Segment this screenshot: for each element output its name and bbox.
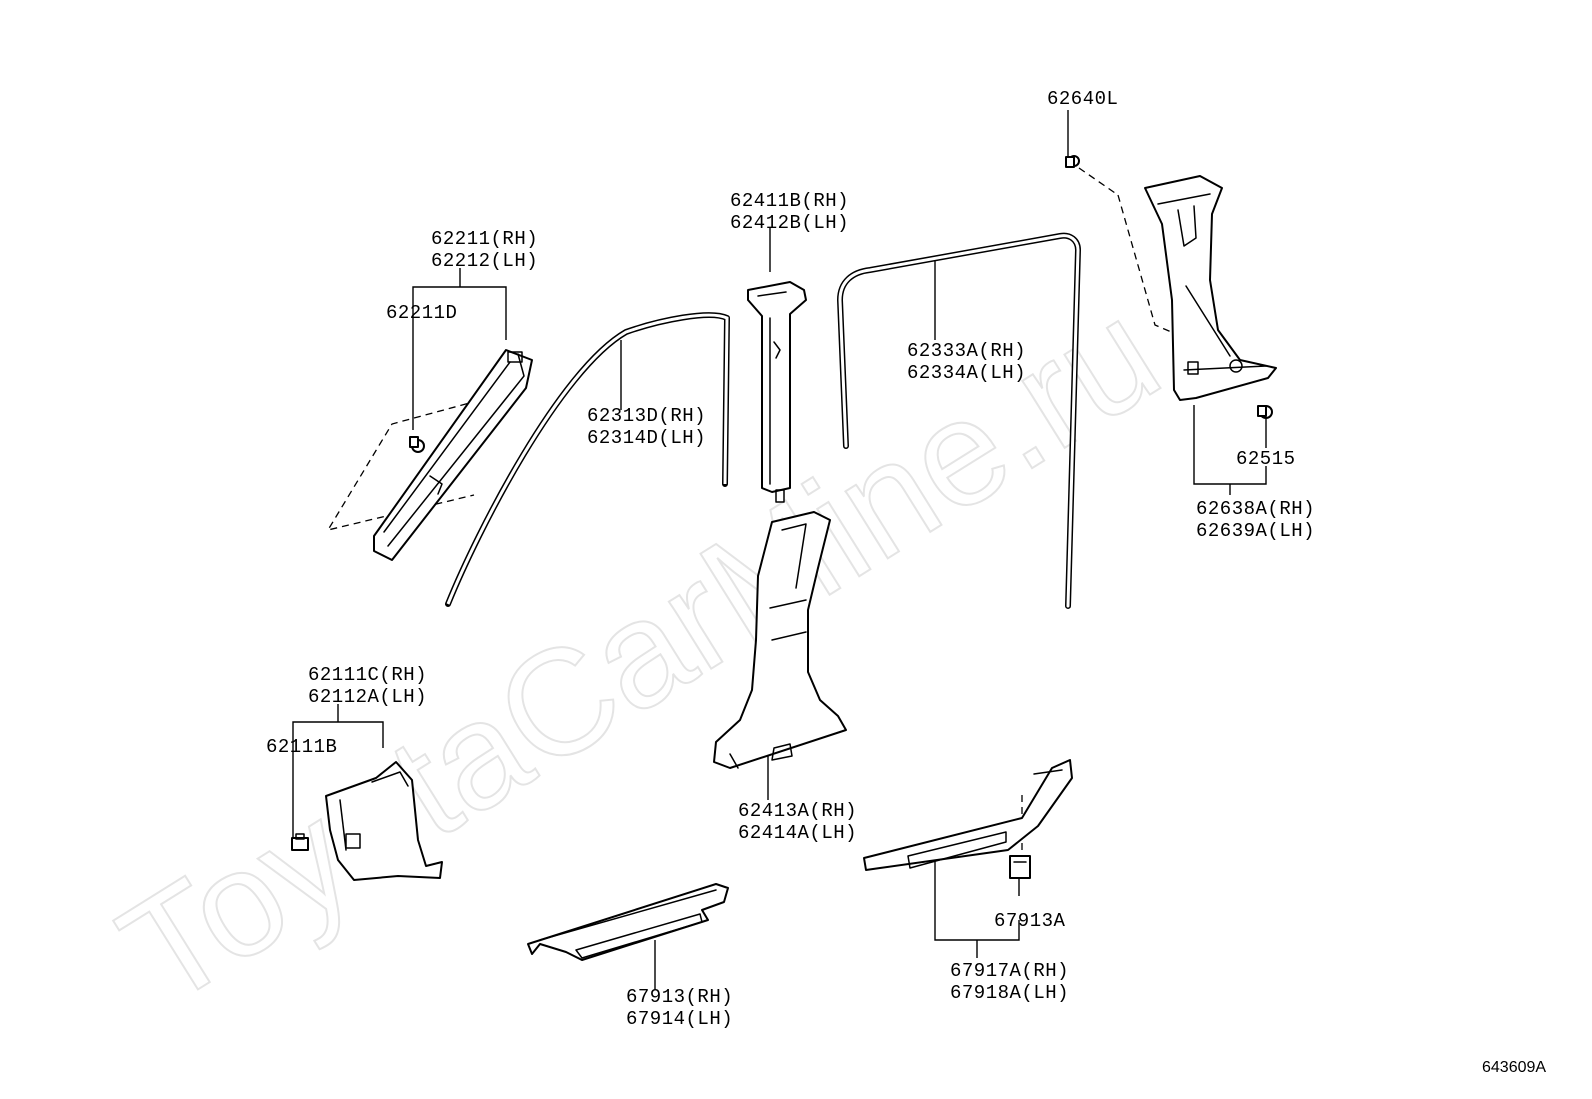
front-weatherstrip-62313d [445, 312, 730, 607]
label-62314d-lh: 62314D(LH) [587, 427, 706, 449]
cowl-side-trim-62111c [325, 761, 443, 881]
label-62111b: 62111B [266, 736, 337, 758]
label-62639a-lh: 62639A(LH) [1196, 520, 1315, 542]
leader-lines [292, 110, 1267, 990]
clip-62211d [409, 436, 425, 453]
front-pillar-garnish-62211 [373, 349, 533, 561]
clip-67913a [1009, 855, 1031, 879]
rear-pillar-garnish-62638a [1144, 175, 1277, 401]
label-62411b-rh: 62411B(RH) [730, 190, 849, 212]
label-67913-rh: 67913(RH) [626, 986, 733, 1008]
label-62334a-lh: 62334A(LH) [907, 362, 1026, 384]
label-67917a-rh: 67917A(RH) [950, 960, 1069, 982]
label-62211d: 62211D [386, 302, 457, 324]
label-62333a-rh: 62333A(RH) [907, 340, 1026, 362]
label-62414a-lh: 62414A(LH) [738, 822, 857, 844]
label-67914-lh: 67914(LH) [626, 1008, 733, 1030]
label-62111c-rh: 62111C(RH) [308, 664, 427, 686]
rear-scuff-plate-67917a [863, 759, 1073, 871]
label-62313d-rh: 62313D(RH) [587, 405, 706, 427]
label-67913a: 67913A [994, 910, 1066, 932]
lower-center-pillar-62413a [713, 511, 847, 769]
clip-62515 [1257, 405, 1273, 419]
label-62412b-lh: 62412B(LH) [730, 212, 849, 234]
clip-62640l [1065, 155, 1080, 168]
label-62112a-lh: 62112A(LH) [308, 686, 427, 708]
rear-weatherstrip-62333a [836, 232, 1082, 609]
part-labels: 62640L 62411B(RH) 62412B(LH) 62211(RH) 6… [266, 88, 1315, 1030]
label-62212-lh: 62212(LH) [431, 250, 538, 272]
label-62413a-rh: 62413A(RH) [738, 800, 857, 822]
label-62211-rh: 62211(RH) [431, 228, 538, 250]
front-scuff-plate-67913 [527, 883, 729, 961]
figure-reference: 643609A [1482, 1059, 1546, 1076]
upper-center-pillar-62411b [747, 281, 807, 503]
label-62638a-rh: 62638A(RH) [1196, 498, 1315, 520]
label-62515: 62515 [1236, 448, 1296, 470]
label-62640l: 62640L [1047, 88, 1118, 110]
label-67918a-lh: 67918A(LH) [950, 982, 1069, 1004]
clip-62111b [291, 833, 309, 851]
